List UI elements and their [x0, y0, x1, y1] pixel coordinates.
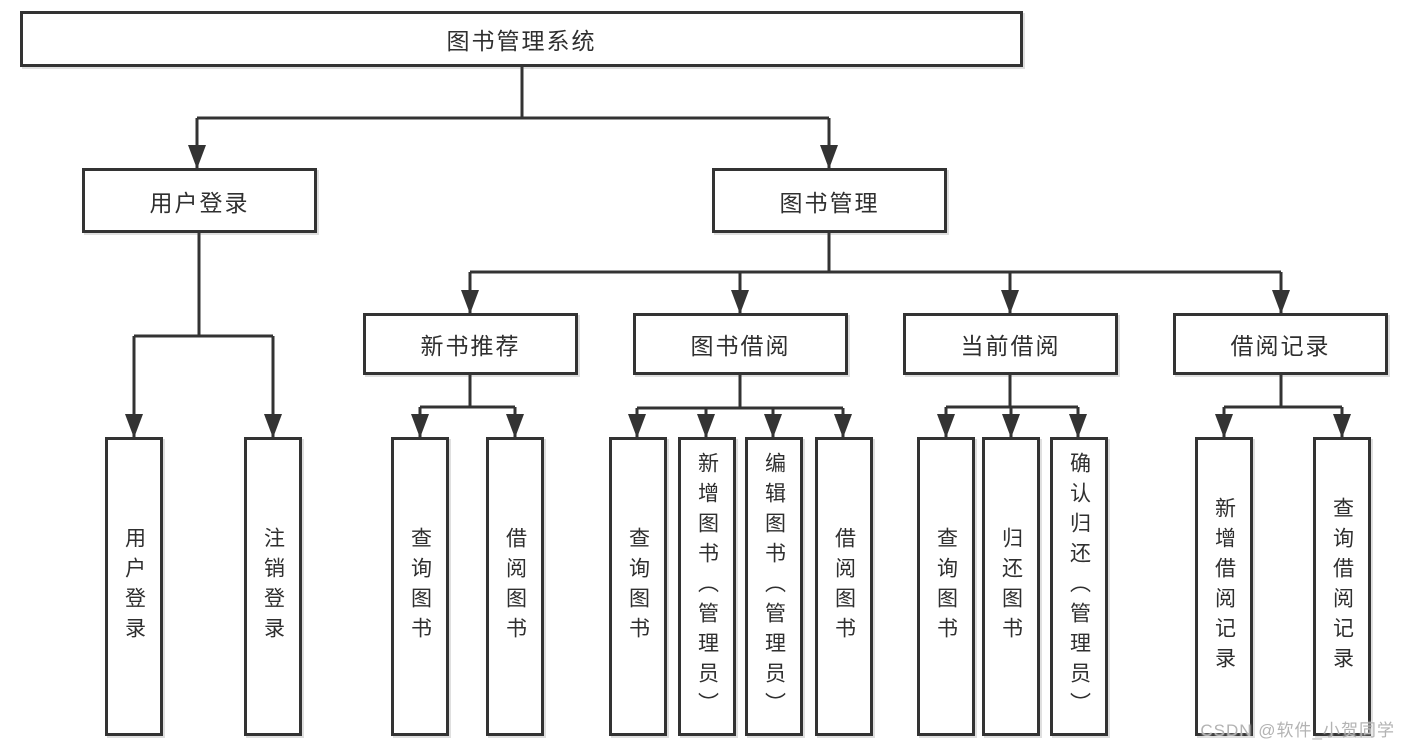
leaf-confirm-return-admin: 确认归还（管理员） — [1050, 437, 1108, 736]
leaf-add-books-admin-label: 新增图书（管理员） — [695, 451, 719, 722]
watermark: CSDN @软件_小贺同学 — [1200, 721, 1395, 740]
leaf-return-books-label: 归还图书 — [999, 526, 1023, 647]
node-book-borrowing: 图书借阅 — [633, 313, 848, 375]
leaf-return-books: 归还图书 — [982, 437, 1040, 736]
leaf-confirm-return-admin-label: 确认归还（管理员） — [1067, 451, 1091, 722]
leaf-logout-login: 注销登录 — [244, 437, 302, 736]
leaf-query-books-borrowing-label: 查询图书 — [626, 526, 650, 647]
leaf-borrow-books-borrowing: 借阅图书 — [815, 437, 873, 736]
leaf-add-borrow-record-label: 新增借阅记录 — [1212, 496, 1236, 677]
node-current-borrowing: 当前借阅 — [903, 313, 1118, 375]
node-user-login: 用户登录 — [82, 168, 317, 233]
leaf-borrow-books-recommend-label: 借阅图书 — [503, 526, 527, 647]
node-library-management-system: 图书管理系统 — [20, 11, 1023, 67]
leaf-user-login-label: 用户登录 — [122, 526, 146, 647]
leaf-query-books-current-label: 查询图书 — [934, 526, 958, 647]
leaf-add-books-admin: 新增图书（管理员） — [678, 437, 736, 736]
leaf-query-books-recommend: 查询图书 — [391, 437, 449, 736]
leaf-query-books-current: 查询图书 — [917, 437, 975, 736]
leaf-query-borrow-record-label: 查询借阅记录 — [1330, 496, 1354, 677]
leaf-edit-books-admin: 编辑图书（管理员） — [745, 437, 803, 736]
leaf-edit-books-admin-label: 编辑图书（管理员） — [762, 451, 786, 722]
node-new-book-recommendation: 新书推荐 — [363, 313, 578, 375]
node-book-management: 图书管理 — [712, 168, 947, 233]
leaf-borrow-books-recommend: 借阅图书 — [486, 437, 544, 736]
leaf-add-borrow-record: 新增借阅记录 — [1195, 437, 1253, 736]
leaf-logout-login-label: 注销登录 — [261, 526, 285, 647]
node-borrowing-records: 借阅记录 — [1173, 313, 1388, 375]
leaf-query-borrow-record: 查询借阅记录 — [1313, 437, 1371, 736]
leaf-borrow-books-borrowing-label: 借阅图书 — [832, 526, 856, 647]
leaf-query-books-recommend-label: 查询图书 — [408, 526, 432, 647]
leaf-user-login: 用户登录 — [105, 437, 163, 736]
leaf-query-books-borrowing: 查询图书 — [609, 437, 667, 736]
